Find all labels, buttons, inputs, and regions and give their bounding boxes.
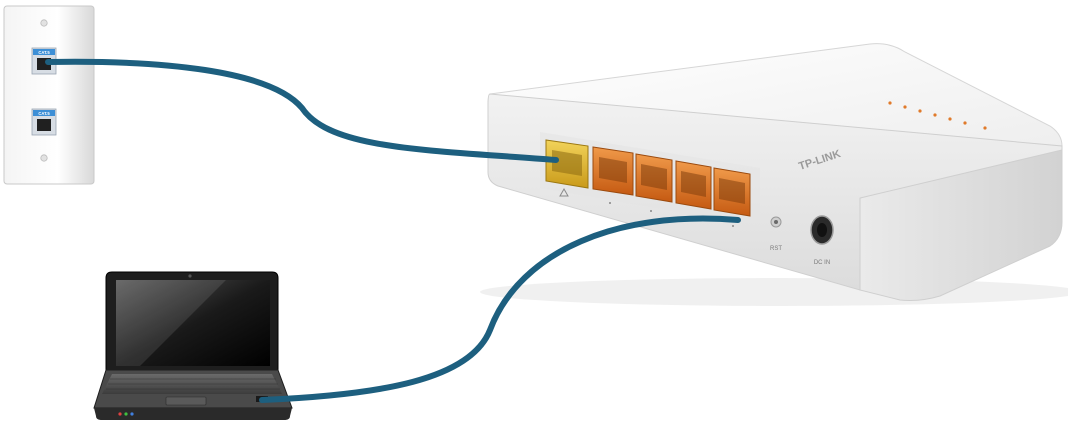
wall-plate: CAT.5 CAT.5 [3,5,95,185]
lan-port-4[interactable] [713,167,751,227]
webcam-icon [188,274,192,278]
lan-port-2[interactable] [635,153,673,212]
reset-label: RST [770,246,782,252]
router-side [859,145,1063,301]
reset-button[interactable] [770,216,782,228]
ethernet-cable-wall-to-router [45,58,559,163]
power-label: DC IN [814,260,830,266]
power-jack[interactable] [810,215,834,245]
screw-bottom-icon [40,154,48,162]
wan-port[interactable] [545,139,589,197]
ethernet-jack-2[interactable]: CAT.5 [31,108,57,136]
router-front [487,93,1063,291]
router-top [489,43,1063,151]
jack-2-label: CAT.5 [38,111,50,116]
ethernet-cable-laptop-to-router [259,215,741,403]
lan-port-3[interactable] [675,160,712,220]
screw-top-icon [40,19,48,27]
lan-port-1[interactable] [592,146,634,204]
laptop-screen [116,280,270,366]
laptop-touchpad [165,396,207,406]
router: TP-LINK [480,43,1068,306]
laptop [93,271,293,420]
status-led-row [888,101,987,130]
jack-1-label: CAT.5 [38,50,50,55]
wan-symbol-icon [559,187,569,197]
